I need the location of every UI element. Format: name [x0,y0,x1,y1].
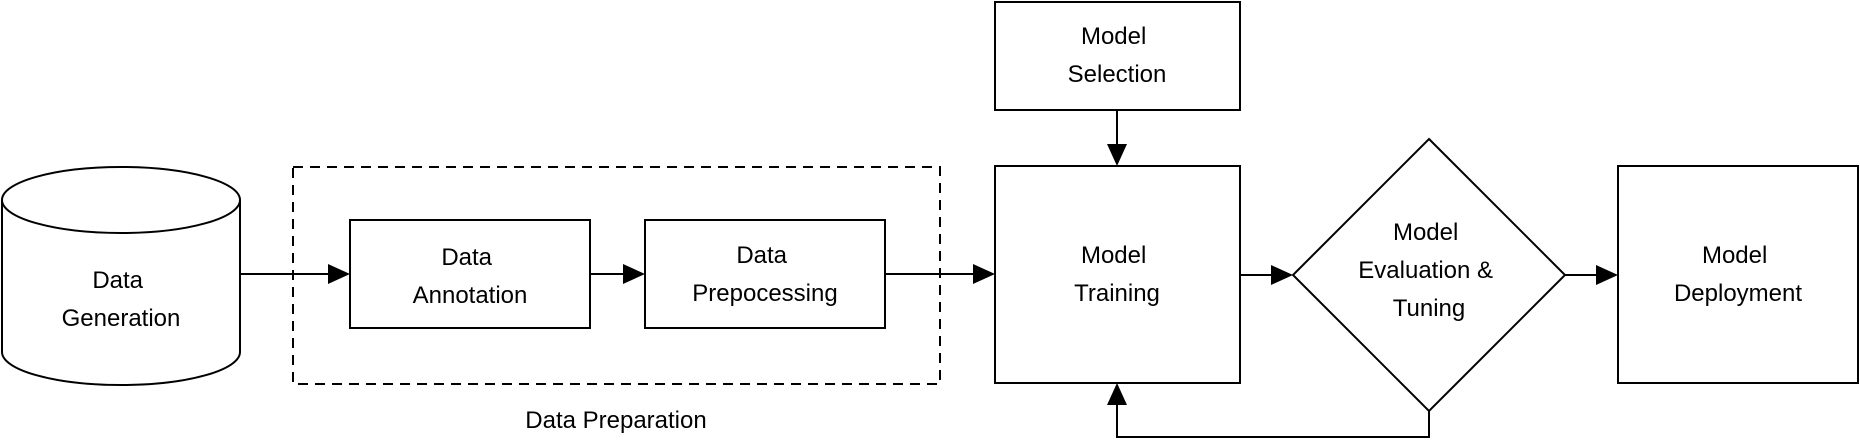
arrowhead-icon [1107,383,1127,405]
data-generation-node: Data Generation [1,166,241,386]
edge-generation-to-annotation [240,264,350,284]
data-annotation-box [349,219,591,329]
data-preparation-label: Data Preparation [525,407,706,434]
data-generation-cylinder [1,200,241,386]
data-annotation-node: Data Annotation [349,219,591,329]
data-preprocessing-label: Data Prepocessing [692,242,837,307]
data-annotation-label: Data Annotation [413,244,528,309]
edge-evaluation-feedback-to-training [1107,383,1430,438]
model-training-node: Model Training [994,165,1241,384]
edge-preprocessing-to-training [885,264,995,284]
model-evaluation-label: Model Evaluation & Tuning [1358,219,1499,322]
edge-training-to-evaluation [1240,265,1293,285]
model-selection-box [994,1,1241,111]
model-deployment-node: Model Deployment [1617,165,1859,384]
data-preparation-frame [292,166,941,385]
data-preprocessing-node: Data Prepocessing [644,219,886,329]
model-selection-node: Model Selection [994,1,1241,111]
model-training-label: Model Training [1074,242,1160,307]
edge-selection-to-training [1107,110,1127,166]
arrowhead-icon [623,264,645,284]
arrowhead-icon [1107,144,1127,166]
edge-evaluation-to-deployment [1565,265,1618,285]
model-evaluation-node: Model Evaluation & Tuning [1291,137,1567,413]
arrowhead-icon [1596,265,1618,285]
model-deployment-label: Model Deployment [1674,242,1802,307]
data-generation-label: Data Generation [62,267,181,332]
data-generation-cylinder-top [1,166,241,234]
arrowhead-icon [973,264,995,284]
model-deployment-box [1617,165,1859,384]
model-selection-label: Model Selection [1068,23,1167,88]
data-preprocessing-box [644,219,886,329]
model-training-box [994,165,1241,384]
arrowhead-icon [1271,265,1293,285]
arrowhead-icon [328,264,350,284]
data-preparation-group: Data Preparation [292,166,941,434]
edge-line [1116,405,1430,438]
edge-annotation-to-preprocessing [590,264,645,284]
